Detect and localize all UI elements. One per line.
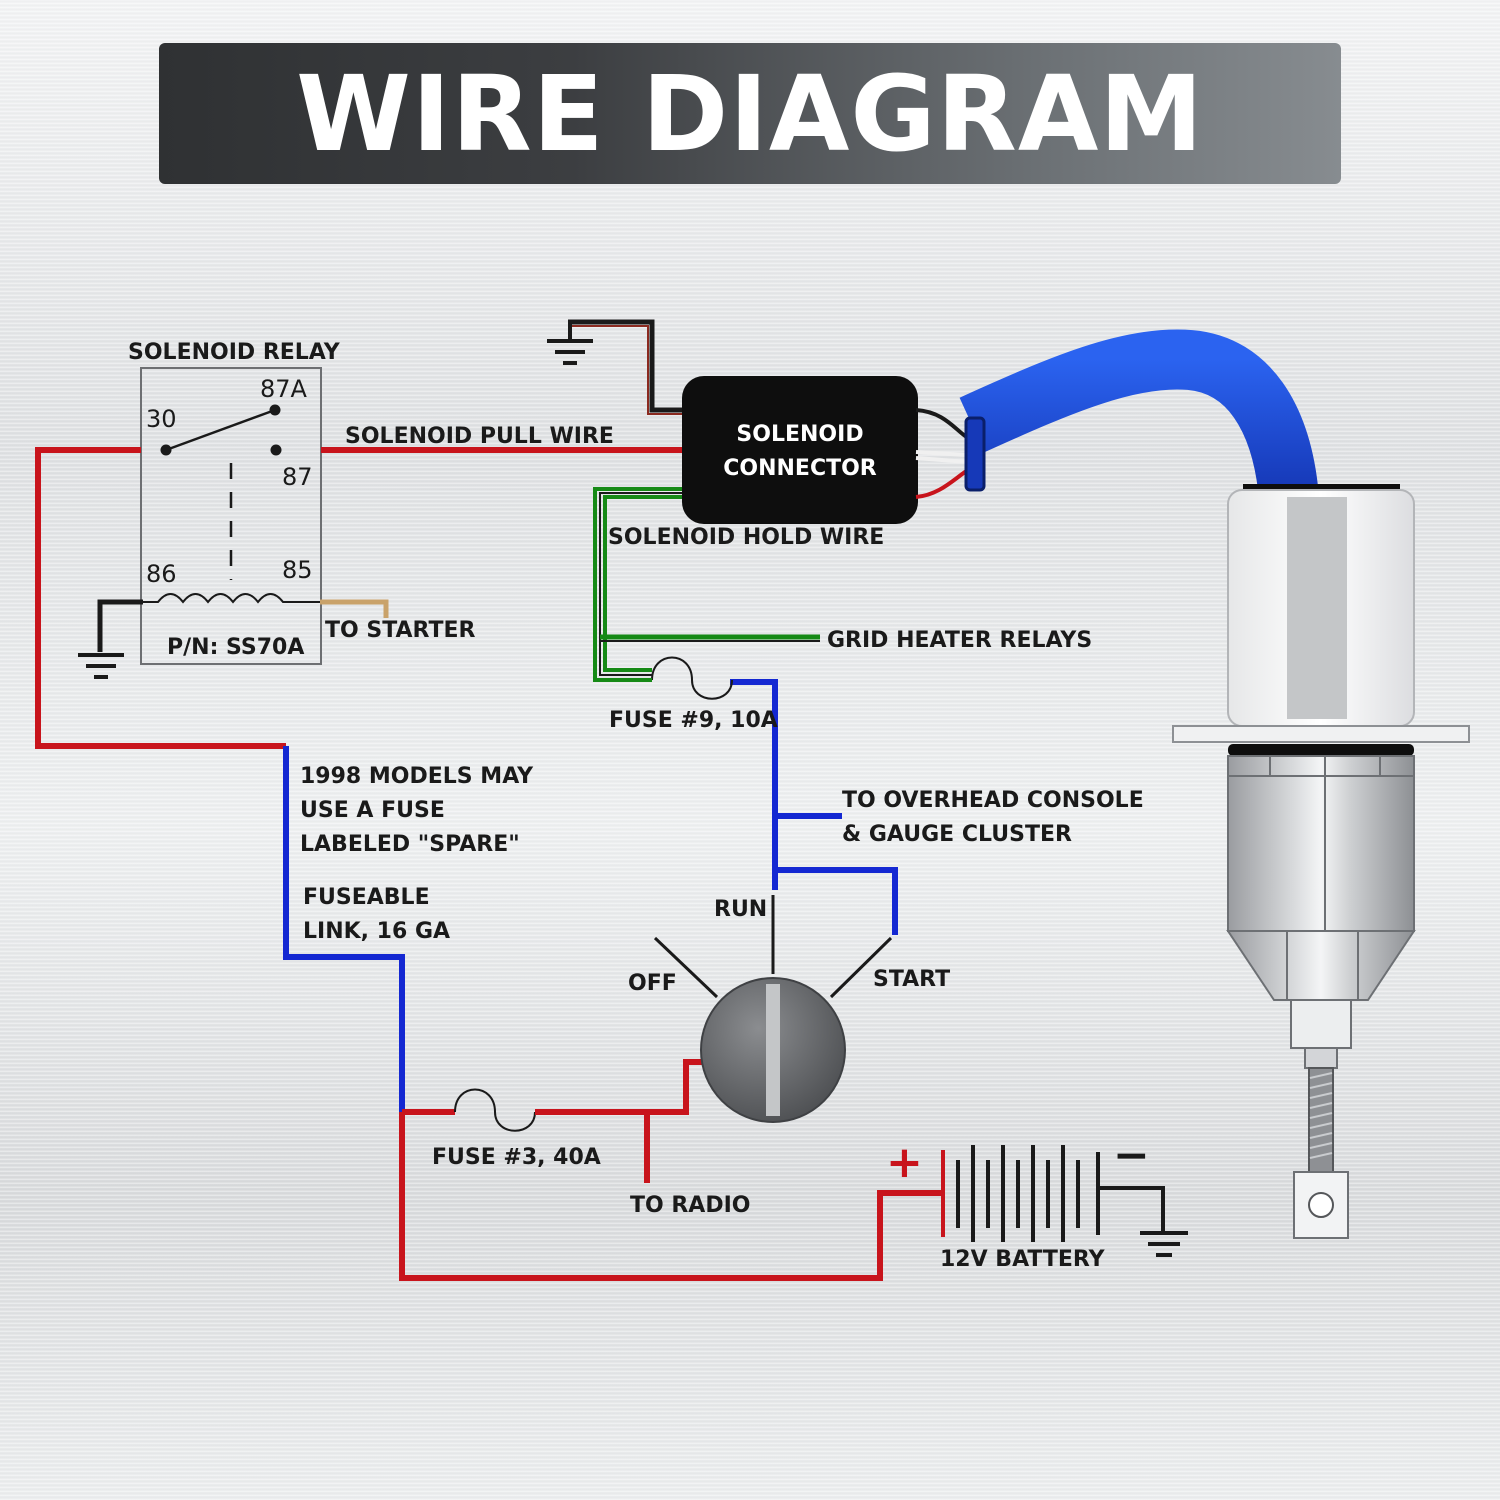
ignition-start-label: START [873, 967, 950, 992]
title-banner: WIRE DIAGRAM [159, 43, 1341, 184]
relay-pin-86: 86 [146, 560, 177, 588]
blue-wire-run [730, 679, 778, 890]
red-wire-battery [399, 1112, 943, 1281]
grid-heater-label: GRID HEATER RELAYS [827, 628, 1092, 653]
page-title: WIRE DIAGRAM [296, 52, 1204, 175]
relay-pin-30: 30 [146, 405, 177, 433]
relay-part-number: P/N: SS70A [167, 635, 304, 660]
connector-pigtail [915, 408, 970, 499]
battery-ground-wire [1098, 1186, 1165, 1232]
fuseable-link-wire [283, 746, 405, 1112]
overhead-line-1: TO OVERHEAD CONSOLE [842, 788, 1144, 813]
battery-icon [941, 1145, 1100, 1242]
to-starter-label: TO STARTER [325, 618, 476, 643]
note-line-3: LABELED "SPARE" [300, 832, 520, 857]
to-radio-label: TO RADIO [630, 1193, 750, 1218]
solenoid-icon [959, 329, 1470, 1239]
fuse-icon [651, 656, 733, 700]
ignition-switch-icon [653, 895, 893, 1123]
fuse9-label: FUSE #9, 10A [609, 708, 778, 733]
battery-plus: + [886, 1137, 923, 1188]
to-starter-wire [320, 599, 389, 618]
overhead-line-2: & GAUGE CLUSTER [842, 822, 1072, 847]
fuse-icon [454, 1088, 536, 1132]
relay-box [140, 367, 322, 665]
grid-heater-wire [600, 634, 820, 642]
ground-symbol-icon [1140, 1231, 1188, 1257]
note-line-2: USE A FUSE [300, 798, 445, 823]
ignition-off-label: OFF [628, 971, 677, 996]
hold-wire-label: SOLENOID HOLD WIRE [608, 525, 884, 550]
connector-label-2: CONNECTOR [723, 456, 877, 481]
solenoid-relay: SOLENOID RELAY 30 87A 87 86 85 P/N: SS70… [128, 340, 341, 665]
relay-pin-87a: 87A [260, 375, 308, 403]
ground-symbol-icon [78, 653, 124, 679]
relay-title: SOLENOID RELAY [128, 340, 341, 365]
relay-switch-icon [160, 404, 282, 580]
solenoid-connector: SOLENOID CONNECTOR [682, 376, 918, 524]
relay-pin-87: 87 [282, 463, 313, 491]
connector-ground-wire [568, 319, 684, 415]
blue-wire-start [775, 867, 898, 935]
solenoid-hold-wire [593, 487, 684, 682]
relay-ground-wire [97, 599, 143, 652]
note-line-1: 1998 MODELS MAY [300, 764, 534, 789]
red-wire-relay-30 [35, 447, 286, 749]
ground-symbol-icon [547, 322, 593, 365]
link-line-2: LINK, 16 GA [303, 919, 450, 944]
ignition-run-label: RUN [714, 897, 767, 922]
battery-label: 12V BATTERY [940, 1247, 1106, 1272]
relay-pin-85: 85 [282, 556, 313, 584]
fuse3-label: FUSE #3, 40A [432, 1145, 601, 1170]
link-line-1: FUSEABLE [303, 885, 430, 910]
battery-minus: − [1113, 1130, 1150, 1181]
relay-coil-icon [143, 593, 320, 604]
connector-label-1: SOLENOID [736, 422, 863, 447]
pull-wire-label: SOLENOID PULL WIRE [345, 424, 614, 449]
red-wire-to-ignition [535, 1059, 702, 1115]
